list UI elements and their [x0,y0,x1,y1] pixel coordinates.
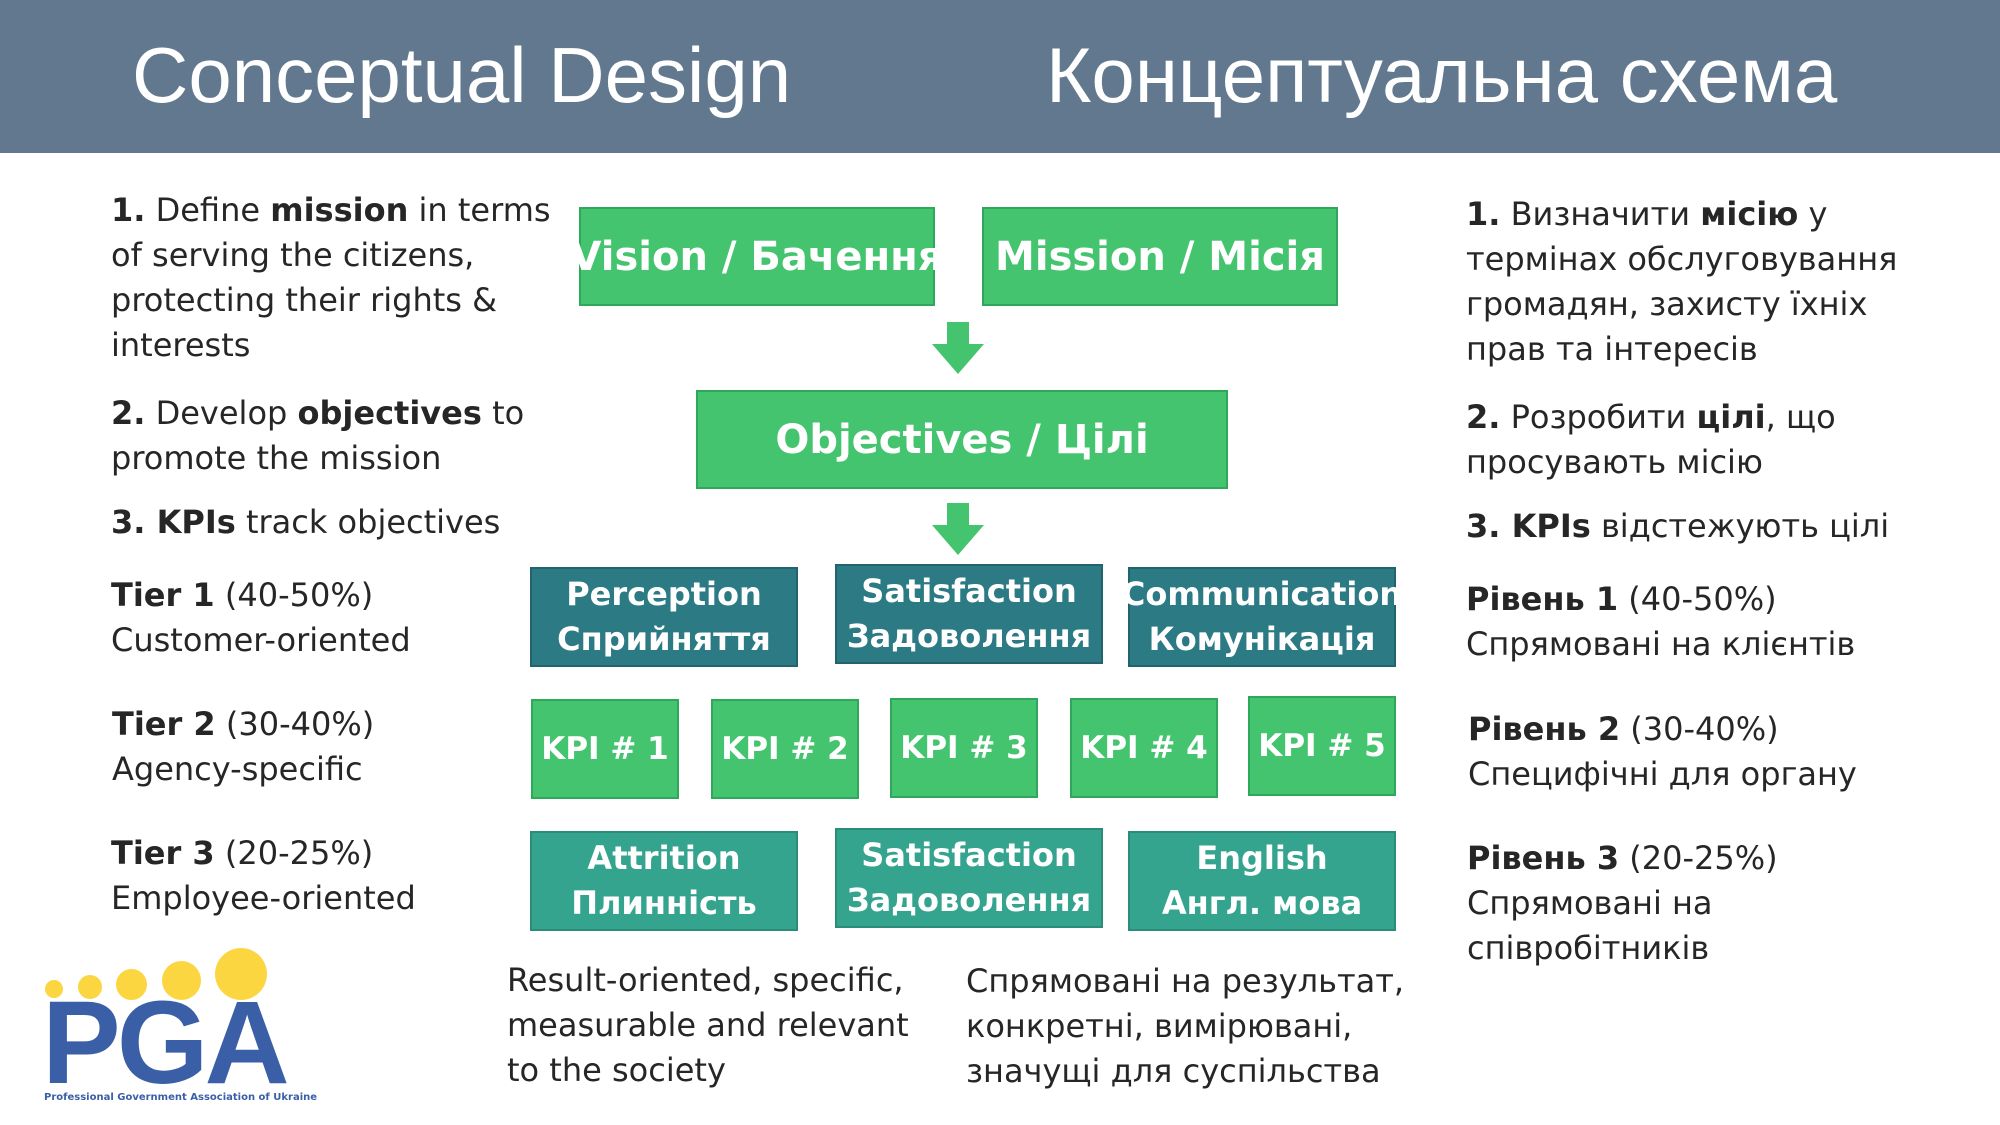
title-ukrainian: Концептуальна схема [1046,31,1838,119]
left-tier-3: Tier 3 (20-25%) Employee-oriented [111,834,416,917]
logo-dot-icon [116,969,147,1000]
footer-caption-ukrainian: Спрямовані на результат, конкретні, вимі… [966,962,1405,1090]
communication-box: Communication Комунікація [1122,567,1402,667]
attrition-box: Attrition Плинність [530,831,798,931]
english-box: English Англ. мова [1128,831,1396,931]
kpi-box-5: KPI # 5 [1248,696,1396,796]
right-tier-3: Рівень 3 (20-25%) Спрямовані на співробі… [1467,839,1778,967]
header-bar: Conceptual Design Концептуальна схема [0,0,2000,153]
left-point-3: 3. KPIs track objectives [111,503,501,541]
vision-box: Vision / Бачення [571,207,943,306]
left-tier-1: Tier 1 (40-50%) Customer-oriented [111,576,411,659]
left-point-1: 1. Define mission in terms of serving th… [111,191,551,364]
left-tier-2: Tier 2 (30-40%) Agency-specific [112,705,375,788]
logo-text: PGA [42,977,290,1109]
kpi-box-2: KPI # 2 [711,699,859,799]
right-tier-1: Рівень 1 (40-50%) Спрямовані на клієнтів [1466,580,1856,663]
objectives-box: Objectives / Цілі [696,390,1228,489]
left-point-2: 2. Develop objectives to promote the mis… [111,394,525,477]
logo-subtitle: Professional Government Association of U… [44,1092,318,1103]
right-point-1: 1. Визначити місію у термінах обслуговув… [1466,195,1898,368]
right-point-2: 2. Розробити цілі, що просувають місію [1466,398,1836,481]
perception-box: Perception Сприйняття [530,567,798,667]
kpi-box-4: KPI # 4 [1070,698,1218,798]
title-english: Conceptual Design [132,31,792,119]
logo-dot-icon [45,980,63,998]
right-point-3: 3. KPIs відстежують цілі [1466,507,1890,545]
logo-dot-icon [215,948,267,1000]
kpi-box-3: KPI # 3 [890,698,1038,798]
logo-dot-icon [162,961,201,1000]
satisfaction-box: Satisfaction Задоволення [835,564,1103,664]
down-arrow-icon [932,322,984,374]
kpi-box-1: KPI # 1 [531,699,679,799]
footer-caption-english: Result-oriented, specific, measurable an… [507,961,909,1089]
right-tier-2: Рівень 2 (30-40%) Специфічні для органу [1468,710,1857,793]
employee-satisfaction-box: Satisfaction Задоволення [835,828,1103,928]
logo-dot-icon [78,975,102,999]
down-arrow-icon [932,503,984,555]
mission-box: Mission / Місія [982,207,1338,306]
